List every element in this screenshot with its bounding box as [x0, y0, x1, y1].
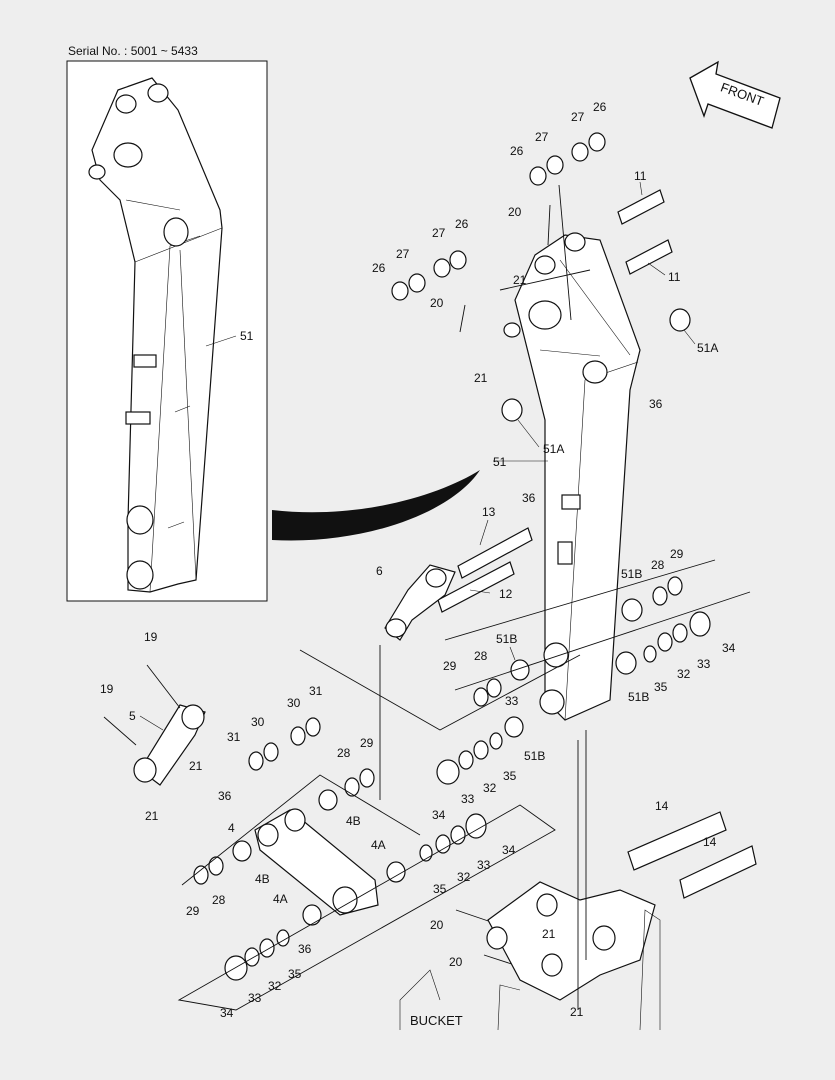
callout-5: 5: [129, 709, 136, 723]
bucket-linkage-drawing: [399, 881, 661, 1031]
callout-14: 14: [703, 835, 717, 849]
bushing-drawings: [232, 308, 691, 926]
front-direction-arrow: FRONT: [689, 60, 781, 129]
callout-29: 29: [186, 904, 200, 918]
inset-pointer-arrow: [272, 470, 480, 541]
callout-30: 30: [251, 715, 265, 729]
callout-19: 19: [100, 682, 114, 696]
callout-21: 21: [474, 371, 488, 385]
callout-32: 32: [677, 667, 691, 681]
leader-lines: [139, 181, 696, 731]
callout-32: 32: [268, 979, 282, 993]
callout-33: 33: [697, 657, 711, 671]
callout-36: 36: [218, 789, 232, 803]
callout-20: 20: [449, 955, 463, 969]
callout-27: 27: [535, 130, 549, 144]
callout-29: 29: [670, 547, 684, 561]
callout-6: 6: [376, 564, 383, 578]
callout-36: 36: [522, 491, 536, 505]
callout-21: 21: [189, 759, 203, 773]
callout-26: 26: [593, 100, 607, 114]
callout-20: 20: [508, 205, 522, 219]
callout-33: 33: [477, 858, 491, 872]
callout-36: 36: [649, 397, 663, 411]
callout-26: 26: [510, 144, 524, 158]
callout-34: 34: [502, 843, 516, 857]
callout-labels: 51 11 11 26 27 26 27 20 27 26 26 27 21 2…: [100, 100, 736, 1020]
callout-4A: 4A: [371, 838, 386, 852]
callout-51A: 51A: [543, 442, 564, 456]
callout-32: 32: [483, 781, 497, 795]
inset-arm-drawing: [88, 77, 223, 593]
callout-30: 30: [287, 696, 301, 710]
ring-drawings: [193, 132, 711, 981]
callout-19: 19: [144, 630, 158, 644]
link-4-boss-b: [332, 886, 358, 914]
callout-51A: 51A: [697, 341, 718, 355]
callout-35: 35: [654, 680, 668, 694]
callout-51B: 51B: [496, 632, 517, 646]
callout-21: 21: [570, 1005, 584, 1019]
callout-26: 26: [372, 261, 386, 275]
link-4-boss-c: [257, 823, 279, 847]
callout-13: 13: [482, 505, 496, 519]
callout-33: 33: [248, 991, 262, 1005]
callout-12: 12: [499, 587, 513, 601]
link-5-boss-a: [133, 757, 157, 783]
callout-33: 33: [461, 792, 475, 806]
callout-28: 28: [651, 558, 665, 572]
bucket-label: BUCKET: [410, 1013, 463, 1028]
callout-34: 34: [220, 1006, 234, 1020]
link-6-boss-b: [425, 568, 447, 588]
callout-32: 32: [457, 870, 471, 884]
callout-21: 21: [542, 927, 556, 941]
callout-20: 20: [430, 296, 444, 310]
callout-28: 28: [474, 649, 488, 663]
main-arm-drawing: [503, 232, 641, 721]
callout-29: 29: [443, 659, 457, 673]
callout-27: 27: [432, 226, 446, 240]
callout-35: 35: [503, 769, 517, 783]
serial-number-label: Serial No. : 5001 ~ 5433: [68, 44, 198, 58]
callout-29: 29: [360, 736, 374, 750]
callout-21: 21: [513, 273, 527, 287]
callout-4A: 4A: [273, 892, 288, 906]
callout-51B: 51B: [628, 690, 649, 704]
callout-4: 4: [228, 821, 235, 835]
callout-11-upper: 11: [634, 169, 647, 183]
callout-34: 34: [432, 808, 446, 822]
callout-51B: 51B: [524, 749, 545, 763]
callout-4B: 4B: [346, 814, 361, 828]
callout-31: 31: [227, 730, 241, 744]
callout-28: 28: [337, 746, 351, 760]
callout-34: 34: [722, 641, 736, 655]
callout-28: 28: [212, 893, 226, 907]
callout-26: 26: [455, 217, 469, 231]
link-4-boss-a: [284, 808, 306, 832]
callout-31: 31: [309, 684, 323, 698]
callout-27: 27: [571, 110, 585, 124]
callout-33: 33: [505, 694, 519, 708]
callout-35: 35: [288, 967, 302, 981]
link-5-boss-b: [181, 704, 205, 730]
callout-35: 35: [433, 882, 447, 896]
callout-21: 21: [145, 809, 159, 823]
pin-drawings: [437, 189, 757, 899]
callout-36: 36: [298, 942, 312, 956]
callout-27: 27: [396, 247, 410, 261]
callout-4B: 4B: [255, 872, 270, 886]
assembly-guide-lines: [177, 184, 751, 1011]
callout-11-lower: 11: [668, 270, 681, 284]
callout-51-inset: 51: [240, 329, 254, 343]
link-6-boss-a: [385, 618, 407, 638]
callout-51: 51: [493, 455, 507, 469]
callout-14: 14: [655, 799, 669, 813]
callout-51B: 51B: [621, 567, 642, 581]
callout-20: 20: [430, 918, 444, 932]
